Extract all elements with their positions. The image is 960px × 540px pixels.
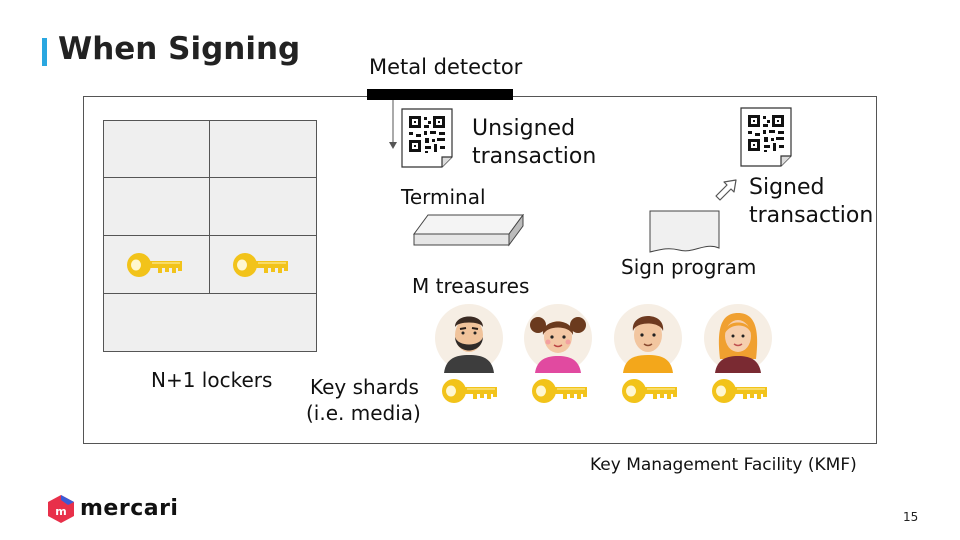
key-icon [711,378,769,404]
document-icon [649,210,720,253]
terminal-box-icon [413,214,524,247]
down-arrow-icon [389,100,397,149]
metal-detector-label: Metal detector [369,55,523,79]
m-treasures-label: M treasures [412,274,530,298]
locker-grid [103,120,317,352]
key-icon [531,378,589,404]
unsigned-label-line1: Unsigned [472,116,576,141]
unsigned-label-line2: transaction [472,144,597,169]
key-icon [441,378,499,404]
lockers-label: N+1 lockers [151,368,273,392]
key-shards-label-line2: (i.e. media) [306,401,421,425]
signed-label-line1: Signed [749,175,825,200]
page-number: 15 [903,510,919,524]
key-icon [126,252,184,278]
signed-label-line2: transaction [749,203,874,228]
person-avatar-icon [435,304,503,373]
qr-document-icon [740,107,792,167]
person-avatar-icon [614,304,682,373]
sign-program-label: Sign program [621,255,757,279]
brand-name: mercari [80,496,179,521]
key-shards-label-line1: Key shards [310,375,419,399]
key-icon [621,378,679,404]
qr-document-icon [401,108,453,168]
locker-cell [209,120,317,178]
locker-cell [103,177,210,236]
svg-text:m: m [55,505,66,518]
title-accent-bar [42,38,47,66]
locker-cell [209,177,317,236]
locker-cell [103,120,210,178]
person-avatar-icon [524,304,592,373]
terminal-label: Terminal [401,185,486,209]
mercari-logo-icon: m [48,495,74,523]
locker-cell [103,293,317,352]
metal-detector-bar [367,89,513,100]
hollow-arrow-icon [715,179,737,201]
kmf-label: Key Management Facility (KMF) [590,455,857,475]
page-title: When Signing [58,31,301,67]
person-avatar-icon [704,304,772,373]
key-icon [232,252,290,278]
